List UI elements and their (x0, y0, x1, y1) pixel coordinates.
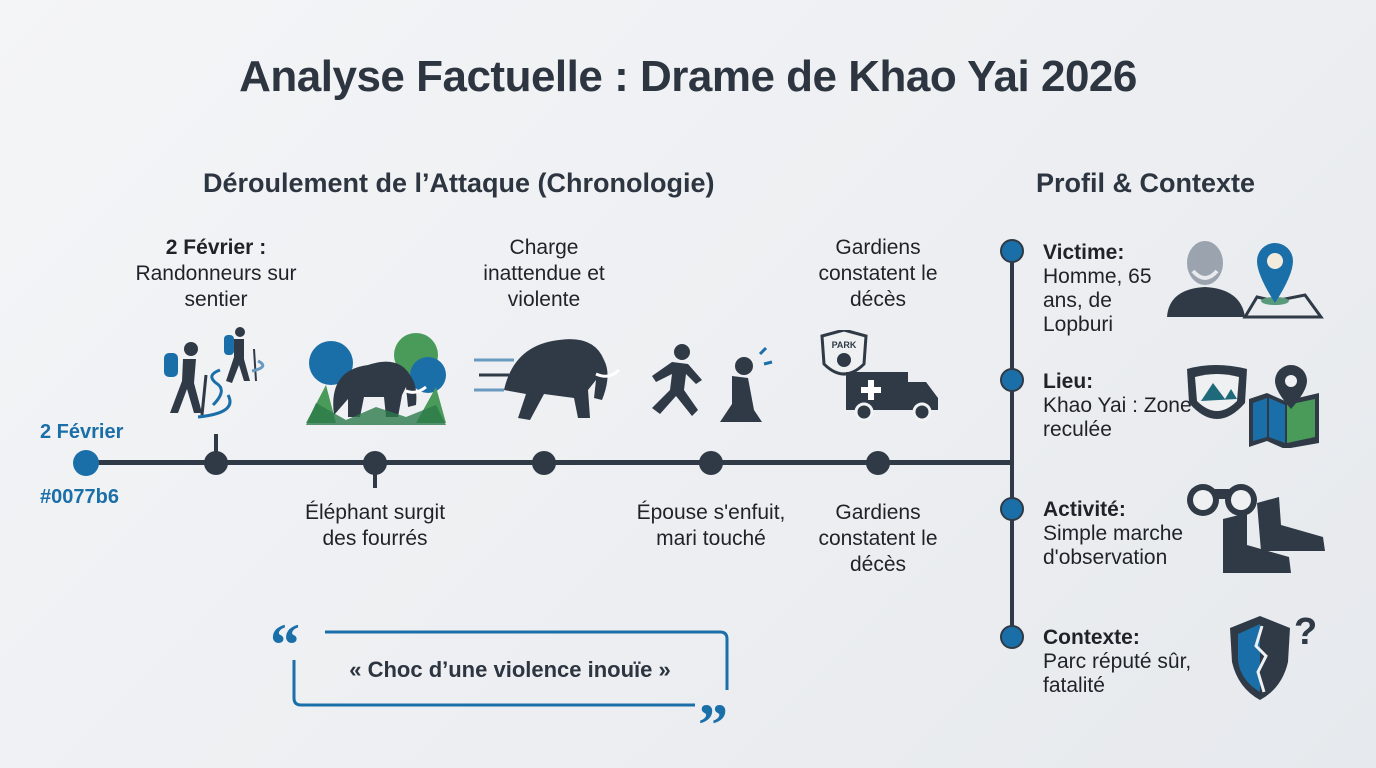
charging-elephant-icon (474, 339, 621, 420)
profile-lieu: Lieu:Khao Yai : Zone reculée (1043, 370, 1193, 442)
broken-shield-question-icon: ? (1230, 612, 1317, 700)
profile-text: Homme, 65 ans, de Lopburi (1043, 265, 1152, 336)
park-badge-map-icon (1187, 365, 1319, 448)
close-quote-icon: ” (698, 692, 728, 725)
event-1-label: 2 Février : Randonneurs sur sentier (126, 235, 306, 313)
event-1-date: 2 Février : (165, 236, 267, 259)
timeline-start-dot (73, 450, 99, 476)
timeline-node-1 (204, 451, 228, 475)
profile-dot-4 (1000, 625, 1024, 649)
start-color-label: #0077b6 (40, 486, 119, 508)
profile-dot-1 (1000, 239, 1024, 263)
profile-label: Contexte: (1043, 626, 1140, 649)
timeline-node-3 (532, 451, 556, 475)
timeline-heading: Déroulement de l’Attaque (Chronologie) (203, 168, 715, 198)
page-title: Analyse Factuelle : Drame de Khao Yai 20… (239, 52, 1137, 101)
profile-dot-2 (1000, 368, 1024, 392)
park-badge-text: PARK (832, 340, 857, 350)
elephant-jungle-icon (306, 333, 446, 425)
binoculars-boots-icon (1187, 484, 1325, 573)
quote-box: “ ” (270, 615, 729, 725)
profile-dot-3 (1000, 497, 1024, 521)
timeline-node-5 (866, 451, 890, 475)
fleeing-person-icon (652, 344, 773, 422)
profile-contexte: Contexte:Parc réputé sûr, fatalité (1043, 626, 1223, 698)
stem (373, 470, 377, 488)
event-5-label-above: Gardiens constatent le décès (818, 236, 938, 311)
start-date: 2 Février (40, 421, 124, 443)
event-2-label: Éléphant surgit des fourrés (304, 501, 446, 550)
elderly-man-map-pin-icon (1167, 241, 1324, 319)
profile-text: Khao Yai : Zone reculée (1043, 394, 1192, 441)
event-3-label: Charge inattendue et violente (483, 236, 605, 311)
profile-activite: Activité:Simple marche d'observation (1043, 498, 1213, 570)
profile-axis (1010, 250, 1014, 638)
profile-text: Simple marche d'observation (1043, 522, 1184, 569)
hikers-icon (164, 327, 265, 419)
profile-label: Activité: (1043, 498, 1126, 521)
profile-heading: Profil & Contexte (1036, 168, 1256, 198)
profile-label: Lieu: (1043, 370, 1094, 393)
event-1-text: Randonneurs sur sentier (135, 262, 297, 311)
quote-text: « Choc d’une violence inouïe » (349, 657, 671, 682)
stem (214, 434, 218, 452)
event-5-label: Gardiens constatent le décès (818, 501, 938, 576)
profile-label: Victime: (1043, 241, 1125, 264)
profile-victime: Victime:Homme, 65 ans, de Lopburi (1043, 241, 1173, 337)
ambulance-icon: PARK (820, 330, 938, 422)
question-mark-icon: ? (1294, 612, 1317, 653)
event-4-label: Épouse s'enfuit, mari touché (636, 501, 786, 550)
open-quote-icon: “ (270, 615, 300, 678)
profile-text: Parc réputé sûr, fatalité (1043, 650, 1192, 697)
timeline-node-4 (699, 451, 723, 475)
